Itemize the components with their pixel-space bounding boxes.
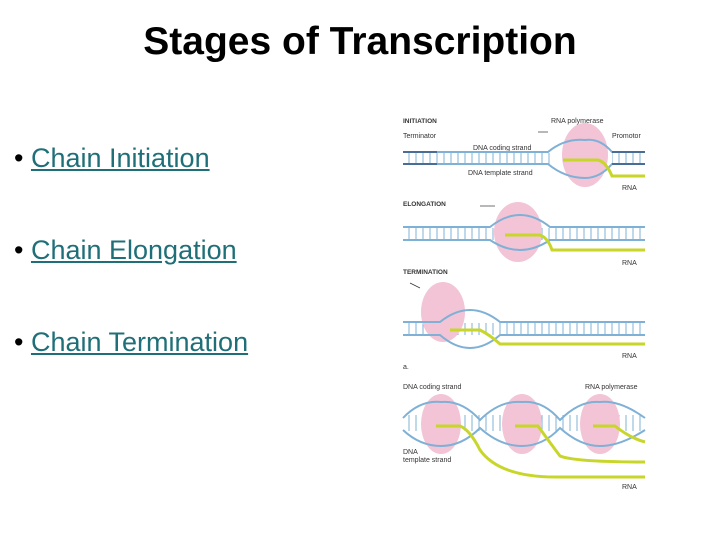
rna-polymerase-shape <box>494 202 542 262</box>
link-chain-initiation[interactable]: Chain Initiation <box>30 143 210 173</box>
rna-polymerase-label: RNA polymerase <box>551 118 604 125</box>
promotor-label: Promotor <box>612 133 641 140</box>
multiple-polymerase-panel: a. DNA coding strand RNA polymerase DNA … <box>402 364 646 491</box>
rna-polymerase-shape <box>580 394 620 454</box>
bullet-chain-elongation: • Chain Elongation <box>14 235 237 265</box>
rna-polymerase-label: RNA polymerase <box>585 384 638 391</box>
coding-strand-label: DNA coding strand <box>403 384 461 391</box>
rna-label: RNA <box>622 353 637 360</box>
rna-label: RNA <box>622 260 637 267</box>
bullet-chain-termination: • Chain Termination <box>14 327 249 357</box>
template-strand-label: DNA <box>403 449 418 456</box>
rna-label: RNA <box>622 185 637 192</box>
coding-strand-label: DNA coding strand <box>473 145 531 152</box>
initiation-panel: INITIATION RNA polymerase Terminator Pro… <box>403 118 645 192</box>
rna-polymerase-shape <box>421 394 461 454</box>
elongation-panel: ELONGATION RNA <box>403 201 645 267</box>
termination-panel: TERMINATION RNA <box>403 269 645 360</box>
elongation-heading: ELONGATION <box>403 201 446 208</box>
rna-polymerase-shape <box>502 394 542 454</box>
rna-polymerase-shape <box>421 282 465 342</box>
termination-heading: TERMINATION <box>403 269 448 276</box>
terminator-label: Terminator <box>403 133 437 140</box>
bullet-chain-initiation: • Chain Initiation <box>14 143 210 173</box>
template-strand-label: DNA template strand <box>468 170 533 177</box>
link-chain-elongation[interactable]: Chain Elongation <box>30 235 237 265</box>
initiation-heading: INITIATION <box>403 118 437 125</box>
template-strand-label-2: template strand <box>403 457 451 464</box>
link-chain-termination[interactable]: Chain Termination <box>30 327 249 357</box>
panel-marker: a. <box>403 364 409 371</box>
rna-polymerase-shape <box>562 123 608 187</box>
rna-label: RNA <box>622 484 637 491</box>
page-title: Stages of Transcription <box>143 20 577 63</box>
